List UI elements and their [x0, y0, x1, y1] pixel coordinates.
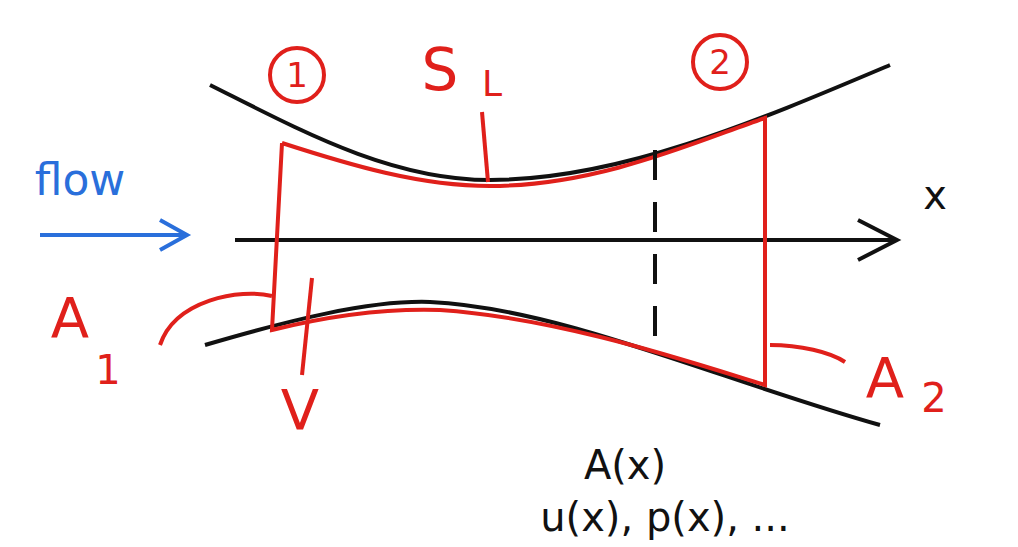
- area-label: A: [866, 350, 904, 406]
- flow-arrowhead: [160, 220, 187, 250]
- subscript: 2: [921, 378, 946, 418]
- leader-line: [302, 278, 312, 375]
- upper-wall: [210, 65, 890, 180]
- area-label: A: [51, 290, 89, 346]
- flow-label: flow: [35, 158, 126, 202]
- axis-label: x: [923, 175, 947, 215]
- leader-line: [482, 112, 488, 182]
- flow-arrow: [40, 233, 185, 237]
- volume-label: V: [281, 382, 319, 438]
- subscript: 1: [95, 350, 120, 390]
- control-volume: [272, 118, 765, 385]
- callout-number: 2: [709, 45, 731, 79]
- callout-circle: 2: [690, 32, 750, 92]
- section-line: [653, 150, 657, 355]
- subscript: L: [482, 66, 502, 102]
- callout-circle: 1: [267, 45, 327, 105]
- leader-line: [160, 294, 272, 345]
- flow-variables: u(x), p(x), ...: [540, 497, 790, 537]
- area-function: A(x): [584, 445, 666, 485]
- axis-arrowhead: [858, 220, 897, 260]
- x-axis: [235, 238, 895, 242]
- callout-number: 1: [286, 58, 308, 92]
- leader-line: [770, 345, 845, 362]
- surface-label: S: [422, 41, 459, 99]
